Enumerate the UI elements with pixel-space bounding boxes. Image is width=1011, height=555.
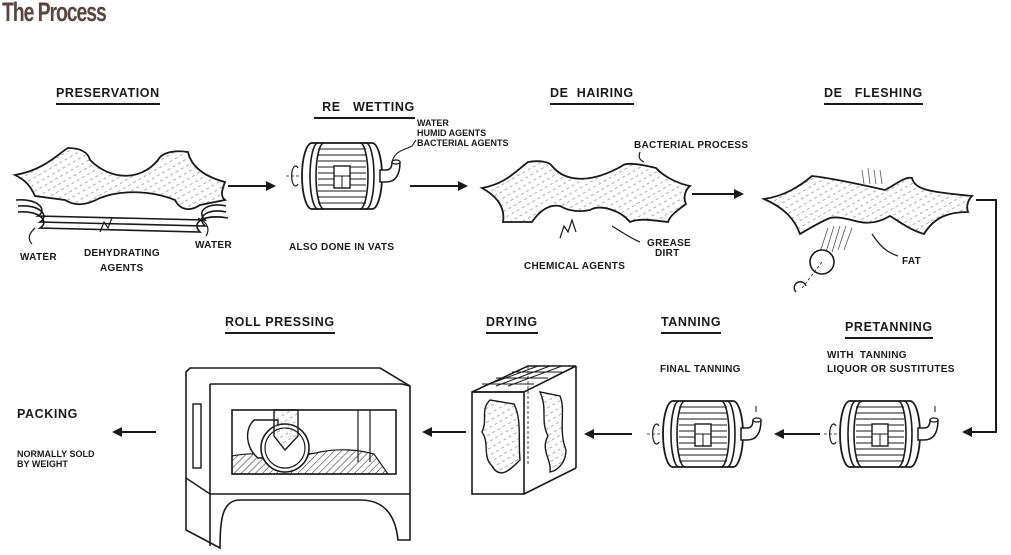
label-normally-sold: NORMALLY SOLD: [17, 449, 95, 459]
label-bacterial-agents: BACTERIAL AGENTS: [417, 138, 509, 148]
stage-title-packing: PACKING: [17, 407, 78, 421]
de-fleshing-hide-illustration: [760, 167, 974, 293]
drying-rack-illustration: [471, 365, 577, 495]
stage-title-de-fleshing: DE FLESHING: [824, 86, 923, 105]
label-liquor-or-sustitutes: LIQUOR OR SUSTITUTES: [827, 364, 955, 375]
underline: [845, 337, 933, 339]
label-water: WATER: [417, 118, 449, 128]
label-dirt: DIRT: [655, 248, 680, 259]
underline: [550, 103, 634, 105]
pretanning-drum-illustration: [823, 400, 939, 468]
stage-title-text: ROLL PRESSING: [225, 315, 335, 329]
stage-title-text: PACKING: [17, 407, 78, 421]
stage-title-pretanning: PRETANNING: [845, 320, 933, 339]
label-humid-agents: HUMID AGENTS: [417, 128, 487, 138]
roll-pressing-machine-illustration: [185, 367, 411, 550]
stage-title-re-wetting: RE WETTING: [314, 86, 415, 133]
stage-title-text: PRESERVATION: [56, 86, 160, 100]
stage-title-text: DE FLESHING: [824, 86, 923, 100]
label-bacterial-process: BACTERIAL PROCESS: [634, 140, 749, 151]
page-title: The Process: [2, 0, 107, 27]
stage-title-text: RE WETTING: [322, 100, 415, 114]
underline: [314, 117, 415, 119]
stage-title-text: PRETANNING: [845, 320, 933, 334]
label-dehydrating: DEHYDRATING: [84, 248, 160, 259]
label-also-done-in-vats: ALSO DONE IN VATS: [289, 242, 395, 253]
underline: [225, 332, 335, 334]
stage-title-de-hairing: DE HAIRING: [550, 86, 634, 105]
label-grease: GREASE: [647, 238, 692, 249]
re-wetting-drum-illustration: [285, 142, 401, 210]
stage-title-drying: DRYING: [486, 315, 538, 334]
stage-title-roll-pressing: ROLL PRESSING: [225, 315, 335, 334]
de-hairing-hide-illustration: [479, 151, 693, 243]
tanning-drum-illustration: [646, 400, 762, 468]
underline: [661, 332, 722, 334]
underline: [56, 103, 160, 105]
label-water-right: WATER: [195, 240, 232, 251]
preservation-hides-illustration: [12, 147, 229, 245]
label-agents: AGENTS: [100, 263, 144, 274]
stage-title-text: TANNING: [661, 315, 722, 329]
label-water-left: WATER: [20, 252, 57, 263]
underline: [486, 332, 538, 334]
stage-title-text: DE HAIRING: [550, 86, 634, 100]
label-with-tanning: WITH TANNING: [827, 350, 907, 361]
stage-title-tanning: TANNING: [661, 315, 722, 334]
stage-title-text: DRYING: [486, 315, 538, 329]
underline: [824, 103, 923, 105]
label-by-weight: BY WEIGHT: [17, 459, 68, 469]
label-fat: FAT: [902, 256, 922, 267]
label-final-tanning: FINAL TANNING: [660, 364, 741, 375]
stage-title-preservation: PRESERVATION: [56, 86, 160, 105]
label-chemical-agents: CHEMICAL AGENTS: [524, 261, 626, 272]
connector-to-pretanning: [962, 199, 997, 437]
